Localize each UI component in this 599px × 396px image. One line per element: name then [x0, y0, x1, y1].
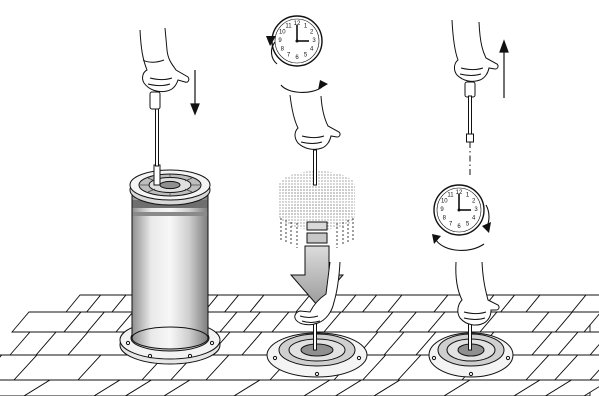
hand-icon: [290, 95, 340, 149]
clock-numeral: 11: [285, 23, 292, 29]
up-arrow: [500, 41, 508, 98]
hand-icon: [140, 28, 189, 92]
clock-numeral: 11: [447, 192, 454, 198]
clock-numeral: 10: [441, 199, 448, 205]
clock-numeral: 10: [279, 30, 286, 36]
bollard-cylinder: [132, 185, 208, 349]
panel-1-lower-bollard: [120, 28, 220, 364]
hand-icon: [452, 20, 498, 81]
down-arrow: [191, 70, 199, 114]
release-key: [150, 92, 160, 185]
bollard-top-cap: [130, 170, 210, 205]
